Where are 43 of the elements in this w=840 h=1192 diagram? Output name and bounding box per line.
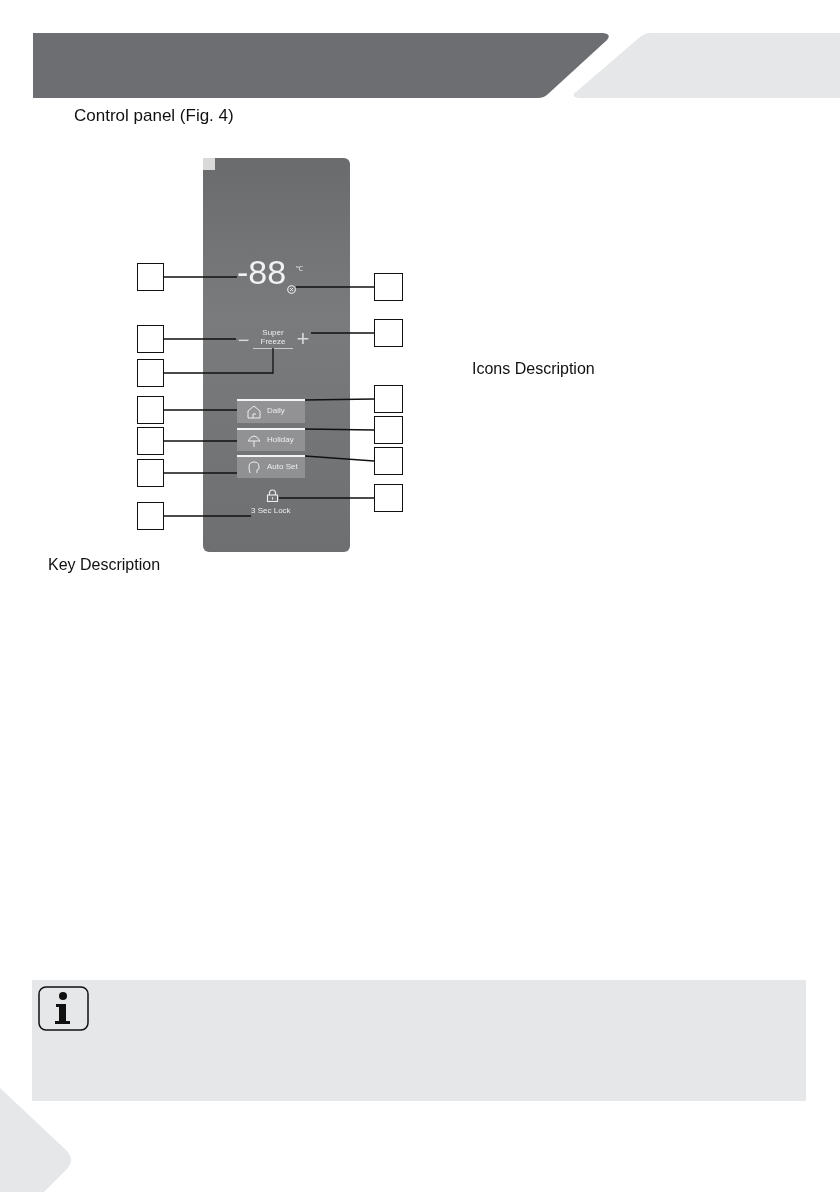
- callout-box: [137, 459, 164, 487]
- callout-box: [374, 385, 403, 413]
- leader-line: [304, 455, 375, 462]
- key-label: 3 Sec Lock: [251, 504, 296, 518]
- callout-box: [137, 427, 164, 455]
- leader-line: [163, 515, 252, 517]
- section-heading: Icons Description: [472, 360, 595, 378]
- callout-box: [137, 396, 164, 424]
- leader-line: [163, 440, 238, 442]
- button-label: Daily: [267, 406, 285, 415]
- callout-box: [137, 263, 164, 291]
- minus-key: −: [236, 331, 251, 349]
- key-label: Super Freeze: [256, 328, 290, 348]
- leader-line: [278, 497, 375, 499]
- button-label: Auto Set: [267, 462, 298, 471]
- section-heading: Key Description: [48, 556, 161, 574]
- callout-box: [137, 359, 164, 387]
- leader-line: [163, 347, 274, 374]
- lock-icon: [266, 489, 279, 502]
- leader-line: [295, 286, 375, 288]
- callout-box: [374, 319, 403, 347]
- leader-line: [163, 409, 238, 411]
- leader-line: [304, 398, 375, 401]
- leader-line: [163, 338, 237, 340]
- callout-box: [374, 273, 403, 301]
- mode-button: [237, 399, 305, 423]
- temperature-digits: -88: [237, 257, 287, 287]
- leader-line: [304, 428, 375, 431]
- section-title: Control panel (Fig. 4): [74, 106, 234, 126]
- callout-box: [374, 416, 403, 444]
- button-label: Holiday: [267, 435, 294, 444]
- leader-line: [310, 332, 375, 334]
- mode-button: [237, 455, 305, 478]
- mode-button: [237, 428, 305, 451]
- control-panel: [203, 158, 350, 552]
- plus-key: +: [295, 329, 311, 349]
- callout-box: [137, 325, 164, 353]
- alarm-icon: [287, 285, 296, 294]
- leader-line: [163, 276, 238, 278]
- leader-line: [163, 472, 238, 474]
- callout-box: [374, 484, 403, 512]
- callout-box: [137, 502, 164, 530]
- callout-box: [374, 447, 403, 475]
